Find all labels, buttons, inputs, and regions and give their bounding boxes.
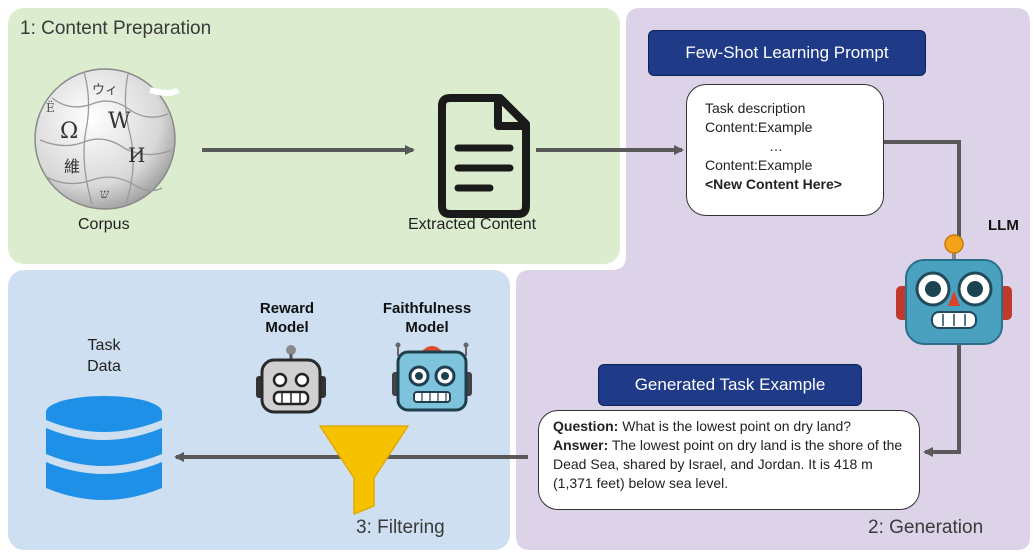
- task-data-label: Task Data: [84, 335, 124, 377]
- faithfulness-model-label: Faithfulness Model: [372, 299, 482, 337]
- prompt-line-task: Task description: [705, 100, 806, 116]
- faithfulness-model-line1: Faithfulness: [382, 300, 472, 317]
- stage-preparation-label: 1: Content Preparation: [20, 18, 212, 39]
- svg-text:Ë: Ë: [46, 99, 55, 115]
- corpus-label: Corpus: [78, 216, 130, 233]
- llm-label: LLM: [988, 217, 1019, 234]
- faithfulness-model-line2: Model: [405, 319, 449, 336]
- question-text: What is the lowest point on dry land?: [618, 418, 852, 434]
- prompt-line-ellipsis: …: [769, 138, 783, 154]
- task-data-line2: Data: [87, 358, 121, 375]
- svg-text:ש: ש: [100, 187, 110, 202]
- stage-generation-label: 2: Generation: [868, 517, 984, 538]
- connector-prompt-to-llm: [884, 140, 961, 240]
- svg-text:И: И: [128, 143, 145, 167]
- prompt-line-example-1: Content:Example: [705, 119, 813, 135]
- svg-text:ウィ: ウィ: [92, 83, 118, 98]
- extracted-content-label: Extracted Content: [408, 216, 537, 233]
- answer-label: Answer:: [553, 437, 609, 453]
- generated-title-box: Generated Task Example: [598, 364, 862, 406]
- stage-filtering-label: 3: Filtering: [356, 517, 445, 538]
- prompt-title-box: Few-Shot Learning Prompt: [648, 30, 926, 76]
- prompt-line-new-content: <New Content Here>: [705, 176, 842, 192]
- generated-example-box: Question: What is the lowest point on dr…: [538, 410, 920, 510]
- reward-model-line1: Reward: [259, 300, 315, 317]
- reward-model-label: Reward Model: [250, 299, 324, 337]
- svg-text:Ω: Ω: [60, 119, 78, 144]
- prompt-line-example-2: Content:Example: [705, 157, 813, 173]
- prompt-box: Task description Content:Example … Conte…: [686, 84, 884, 216]
- svg-text:W: W: [108, 109, 131, 134]
- question-label: Question:: [553, 418, 619, 434]
- reward-model-line2: Model: [265, 319, 309, 336]
- task-data-line1: Task: [87, 337, 121, 354]
- arrow-llm-to-generated: [923, 330, 961, 457]
- preparation-panel: [8, 8, 620, 264]
- svg-text:維: 維: [64, 157, 80, 176]
- answer-text: The lowest point on dry land is the shor…: [553, 437, 903, 491]
